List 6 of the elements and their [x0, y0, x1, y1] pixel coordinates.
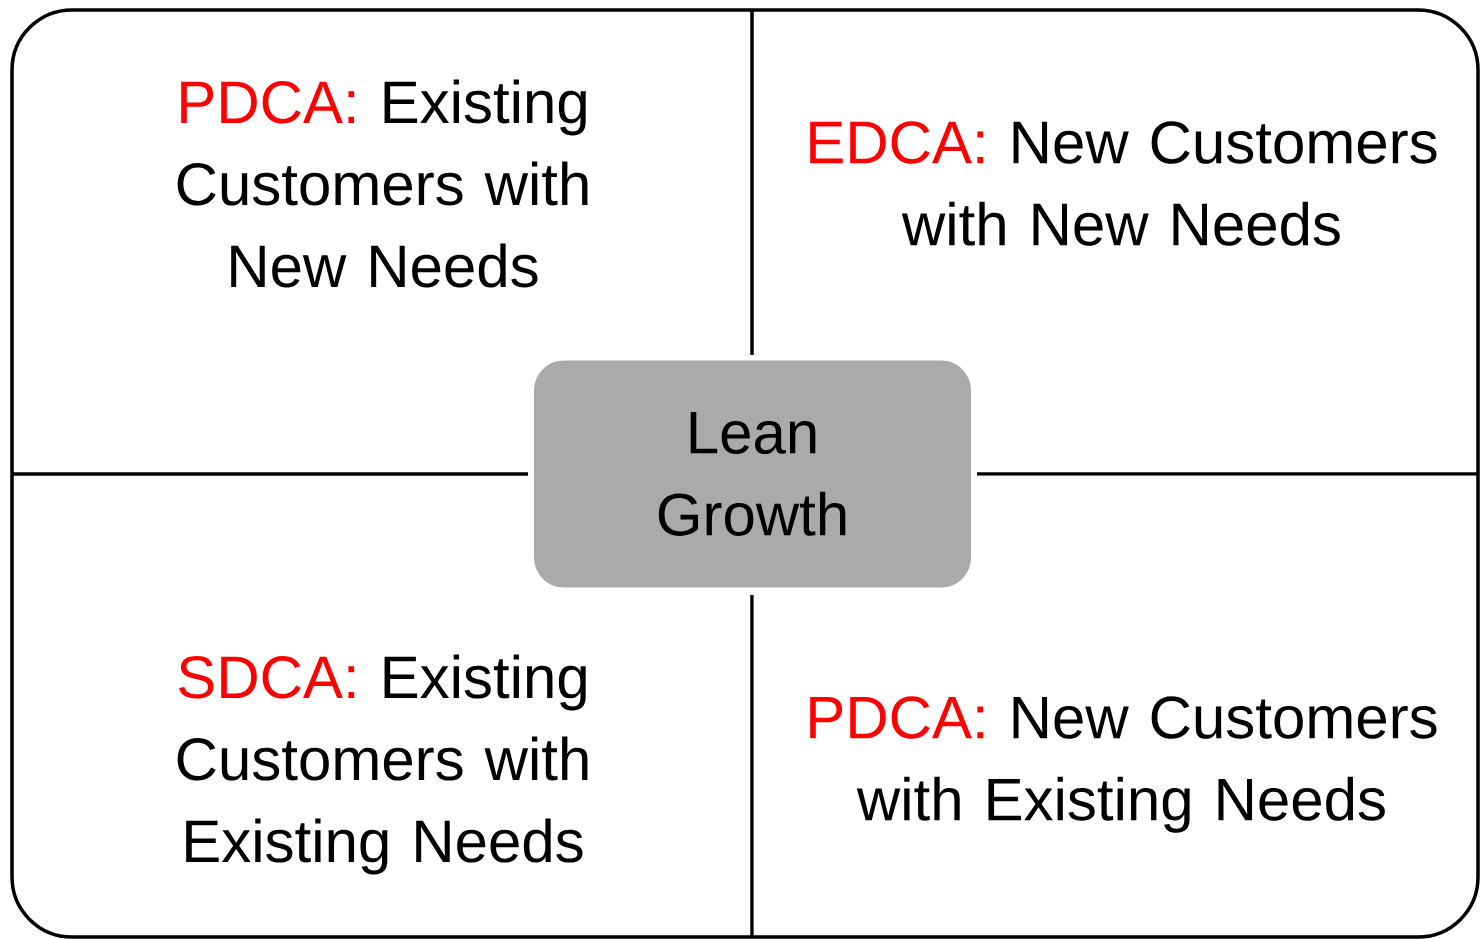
- quadrant-text: PDCA: Existing Customers with New Needs: [177, 79, 588, 288]
- center-box: Lean Growth: [534, 360, 971, 588]
- quadrant-text: SDCA: Existing Customers with Existing Needs: [177, 654, 588, 875]
- frame: [10, 8, 1480, 939]
- quadrant-text: PDCA: New Customers with Existing Needs: [810, 696, 1437, 833]
- quadrant-text: EDCA: New Customers with New Needs: [810, 121, 1437, 246]
